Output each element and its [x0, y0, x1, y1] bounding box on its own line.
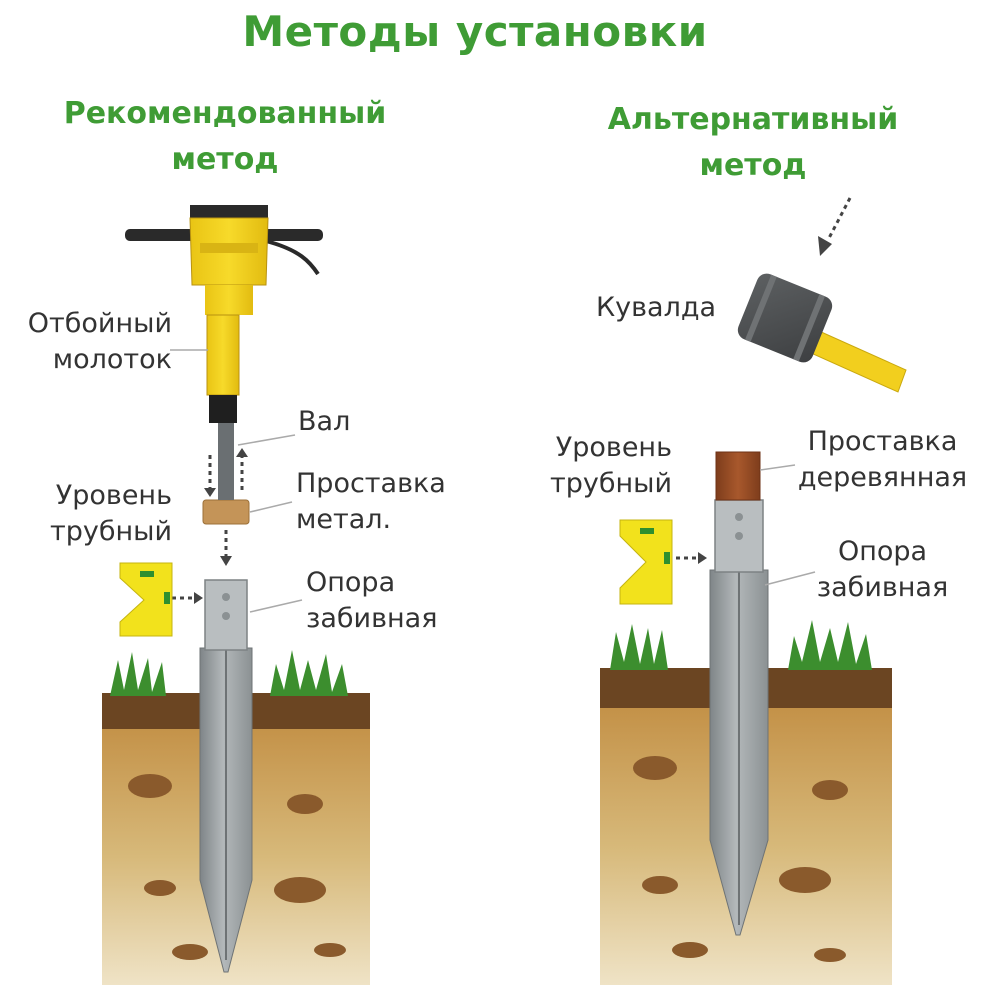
grass-right-tuft — [610, 620, 872, 670]
jackhammer — [125, 205, 323, 423]
label-metal-spacer-line2: метал. — [296, 504, 392, 535]
alternative-heading-line1: Альтернативный — [607, 102, 899, 137]
pipe-level-right — [619, 519, 673, 605]
wooden-spacer — [715, 451, 761, 501]
label-level-left-line1: Уровень — [55, 480, 172, 511]
level-arrow-right — [676, 552, 707, 564]
recommended-heading-line1: Рекомендованный — [63, 96, 387, 131]
alternative-heading-line2: метод — [699, 148, 807, 183]
label-level-right-line2: трубный — [549, 468, 672, 499]
sledgehammer — [737, 273, 907, 393]
label-support-right-line2: забивная — [816, 572, 949, 603]
label-wooden-spacer-line2: деревянная — [797, 462, 968, 493]
label-metal-spacer-line1: Проставка — [296, 468, 446, 499]
label-sledgehammer: Кувалда — [596, 292, 717, 323]
shaft — [218, 420, 234, 500]
label-jackhammer-line2: молоток — [52, 344, 172, 375]
label-level-left-line2: трубный — [49, 516, 172, 547]
recommended-scene — [102, 205, 370, 985]
label-level-right-line1: Уровень — [555, 432, 672, 463]
label-jackhammer-line1: Отбойный — [27, 308, 172, 339]
motion-arrows-left — [172, 455, 244, 600]
page-title: Методы установки — [242, 7, 708, 56]
label-wooden-spacer-line1: Проставка — [807, 426, 958, 457]
driven-support-right — [709, 499, 769, 936]
motion-arrow-right — [818, 197, 852, 256]
label-support-right-line1: Опора — [837, 536, 928, 567]
metal-spacer — [202, 499, 250, 525]
label-shaft: Вал — [298, 406, 351, 437]
recommended-heading-line2: метод — [171, 142, 279, 177]
leader-lines-right — [759, 464, 816, 586]
label-support-left-line1: Опора — [306, 567, 396, 598]
grass-left-tuft — [110, 650, 348, 696]
driven-support-left — [199, 579, 253, 973]
pipe-level-left — [119, 562, 173, 637]
alternative-scene — [600, 197, 907, 985]
leader-lines-left — [170, 349, 303, 613]
label-support-left-line2: забивная — [306, 603, 438, 634]
